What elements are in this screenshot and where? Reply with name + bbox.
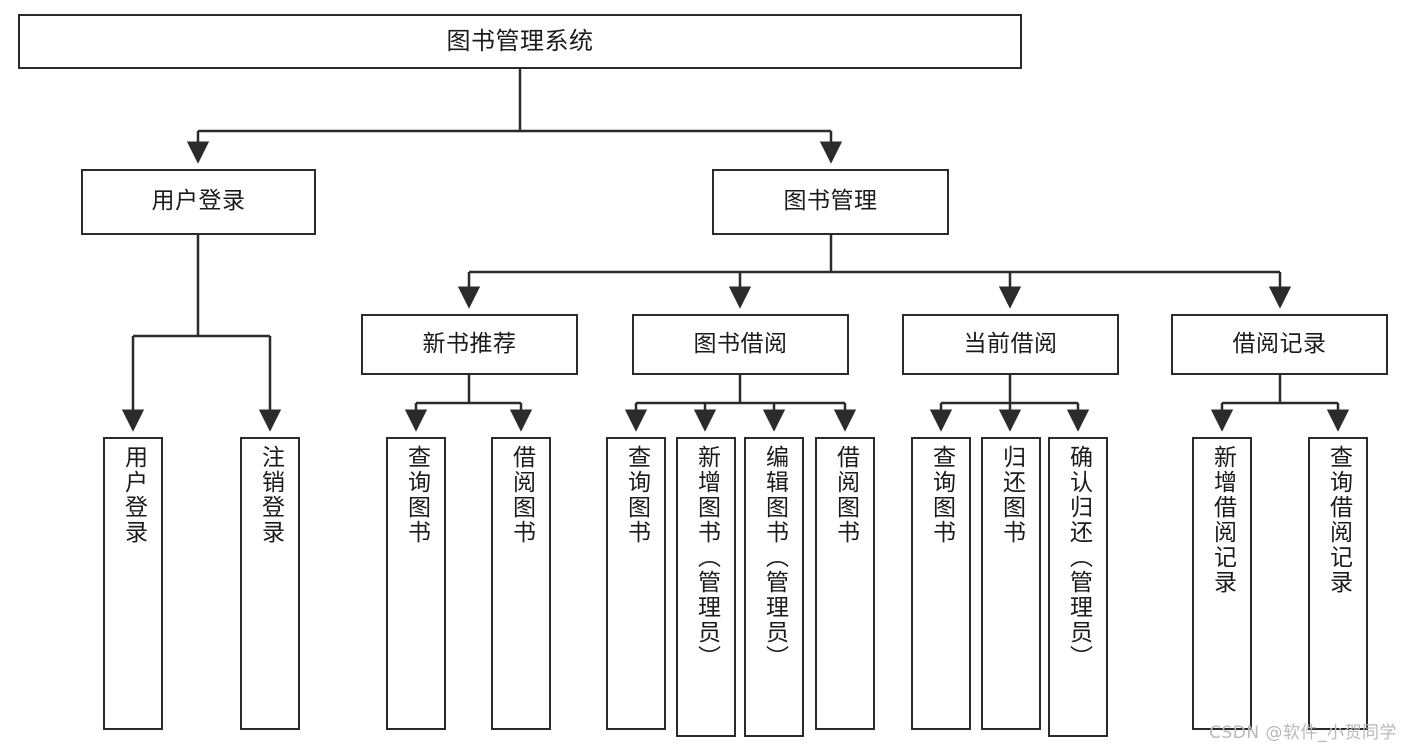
node-current-borrow-label: 当前借阅 [963, 330, 1058, 357]
node-leaf-query-book-2-label: 查询图书 [623, 445, 650, 545]
node-leaf-confirm-return[interactable]: 确认归还（管理员） [1048, 437, 1108, 737]
node-leaf-edit-book-label: 编辑图书（管理员） [761, 445, 788, 670]
node-book-borrow-label: 图书借阅 [693, 330, 788, 357]
node-leaf-borrow-book-2-label: 借阅图书 [832, 445, 859, 545]
node-user-login[interactable]: 用户登录 [81, 169, 316, 235]
node-root-system[interactable]: 图书管理系统 [18, 14, 1022, 69]
node-borrow-record-label: 借阅记录 [1232, 330, 1327, 357]
node-leaf-add-record-label: 新增借阅记录 [1209, 445, 1236, 595]
node-user-login-label: 用户登录 [151, 188, 246, 215]
node-leaf-borrow-book-1[interactable]: 借阅图书 [491, 437, 551, 730]
node-leaf-user-login-label: 用户登录 [120, 445, 147, 545]
node-leaf-query-book-3[interactable]: 查询图书 [911, 437, 971, 730]
node-borrow-record[interactable]: 借阅记录 [1171, 314, 1388, 375]
node-leaf-borrow-book-2[interactable]: 借阅图书 [815, 437, 875, 730]
node-current-borrow[interactable]: 当前借阅 [902, 314, 1119, 375]
node-new-book-recommend[interactable]: 新书推荐 [361, 314, 578, 375]
node-leaf-logout-login-label: 注销登录 [257, 445, 284, 545]
node-root-system-label: 图书管理系统 [446, 27, 594, 56]
node-new-book-recommend-label: 新书推荐 [422, 330, 517, 357]
node-leaf-query-book-3-label: 查询图书 [928, 445, 955, 545]
node-book-management-label: 图书管理 [783, 188, 878, 215]
node-leaf-return-book[interactable]: 归还图书 [981, 437, 1041, 730]
node-leaf-query-record[interactable]: 查询借阅记录 [1308, 437, 1368, 730]
node-leaf-query-book-2[interactable]: 查询图书 [606, 437, 666, 730]
node-leaf-query-book-1-label: 查询图书 [403, 445, 430, 545]
node-leaf-confirm-return-label: 确认归还（管理员） [1065, 445, 1092, 670]
node-leaf-add-book[interactable]: 新增图书（管理员） [676, 437, 736, 737]
watermark-text: CSDN @软件_小贺同学 [1209, 723, 1397, 743]
node-leaf-logout-login[interactable]: 注销登录 [240, 437, 300, 730]
node-leaf-add-book-label: 新增图书（管理员） [693, 445, 720, 670]
node-leaf-query-book-1[interactable]: 查询图书 [386, 437, 446, 730]
node-leaf-user-login[interactable]: 用户登录 [103, 437, 163, 730]
node-leaf-borrow-book-1-label: 借阅图书 [508, 445, 535, 545]
node-leaf-query-record-label: 查询借阅记录 [1325, 445, 1352, 595]
node-leaf-edit-book[interactable]: 编辑图书（管理员） [744, 437, 804, 737]
node-book-borrow[interactable]: 图书借阅 [632, 314, 849, 375]
node-book-management[interactable]: 图书管理 [712, 169, 949, 235]
node-leaf-return-book-label: 归还图书 [998, 445, 1025, 545]
node-leaf-add-record[interactable]: 新增借阅记录 [1192, 437, 1252, 730]
